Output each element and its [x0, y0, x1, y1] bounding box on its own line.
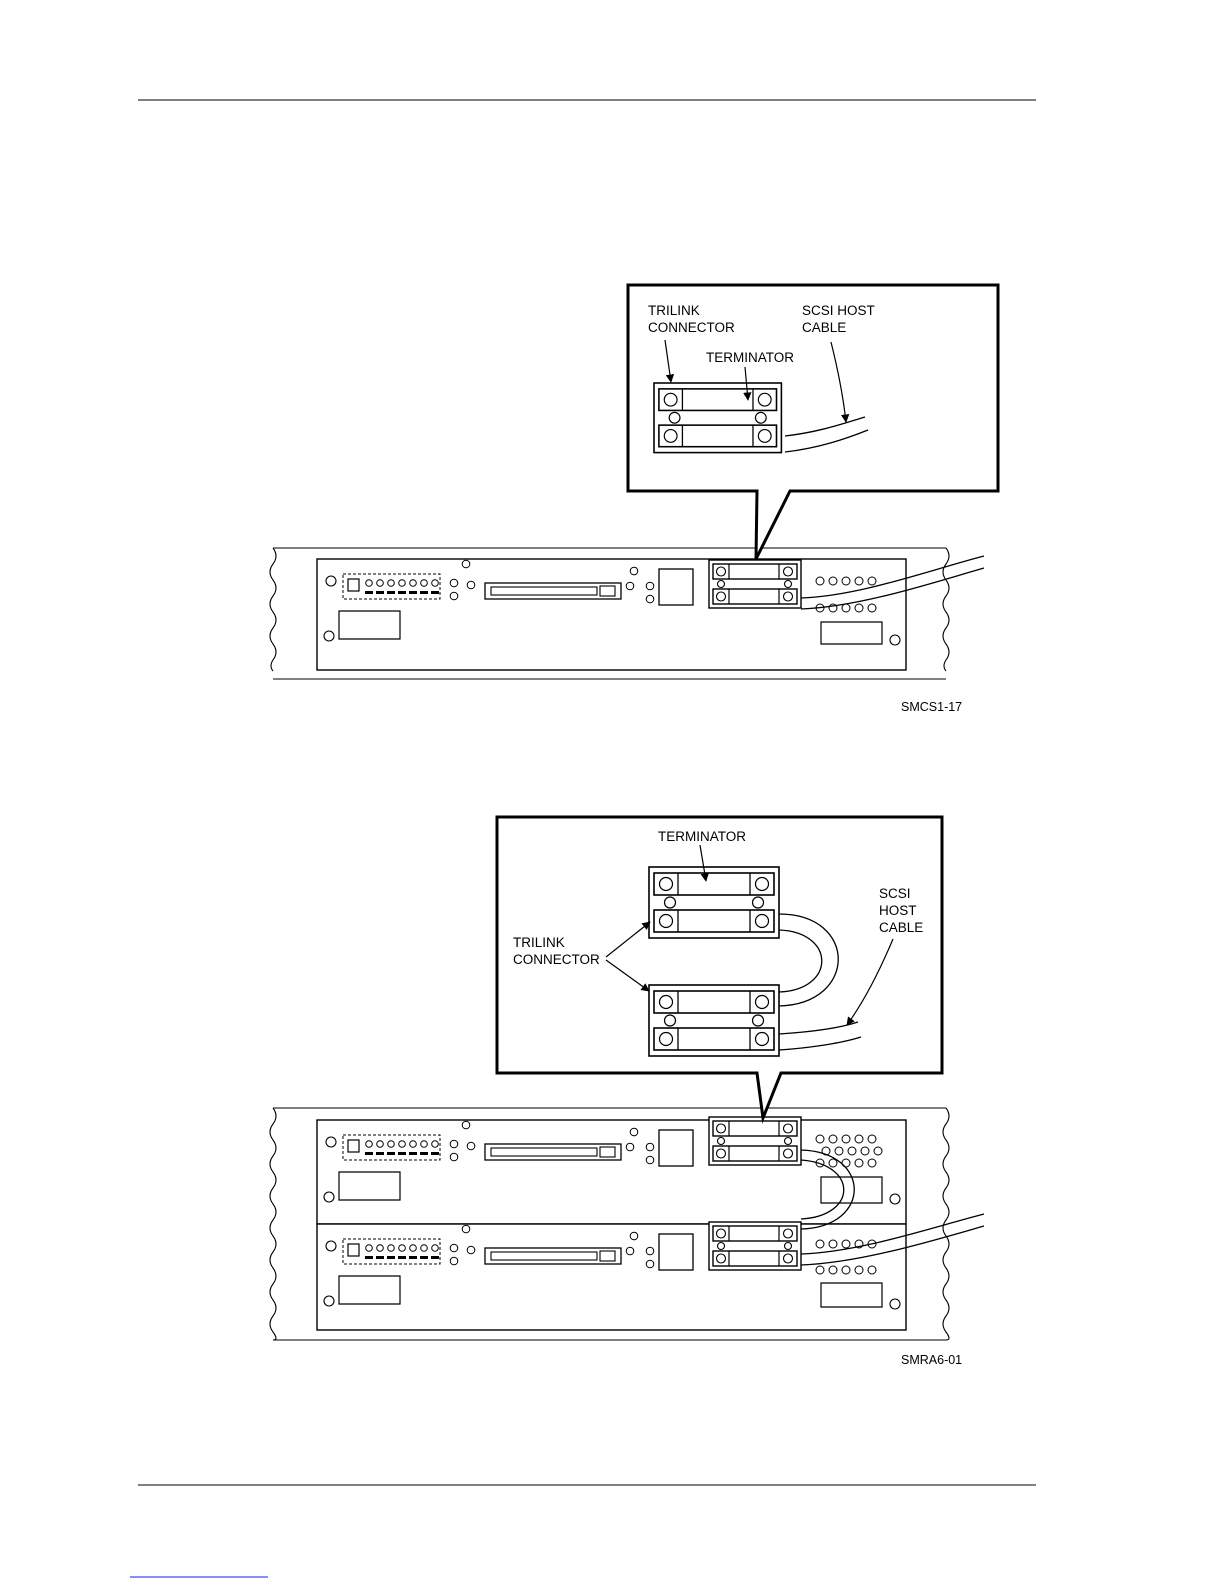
trilink-connector-on-panel	[709, 560, 801, 608]
trilink-connector-lower	[709, 1222, 801, 1270]
trilink-connector-callout-lower	[649, 985, 779, 1056]
label-terminator: TERMINATOR	[658, 829, 746, 844]
trilink-connector-callout	[654, 383, 781, 453]
controller-panel	[317, 559, 906, 670]
controller-panel-lower	[317, 1224, 906, 1330]
figure-id: SMCS1-17	[901, 700, 962, 714]
trilink-connector-upper	[709, 1117, 801, 1165]
enclosure-break-left	[270, 548, 276, 671]
callout-balloon	[497, 817, 942, 1118]
figure-id: SMRA6-01	[901, 1353, 962, 1367]
enclosure-break-left	[270, 1108, 276, 1340]
label-terminator: TERMINATOR	[706, 350, 794, 365]
trilink-connector-callout-upper	[649, 867, 779, 938]
